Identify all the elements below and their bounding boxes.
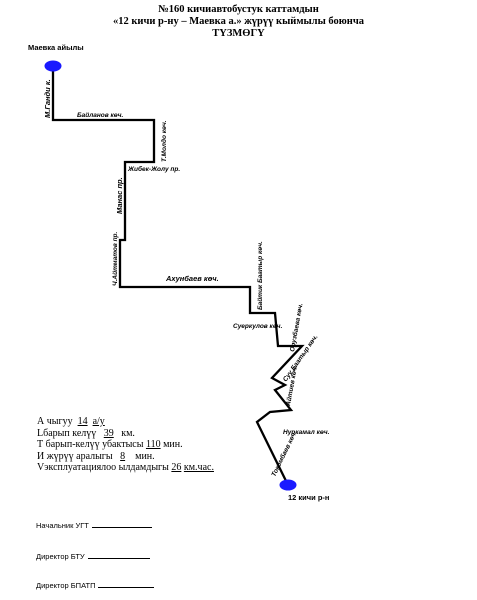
end-terminal-marker	[279, 479, 297, 491]
signature-line-bpatp	[98, 580, 155, 588]
route-line	[51, 67, 305, 486]
street-label-moldo: Т.Молдо көч.	[160, 120, 168, 162]
street-label-manas: Манас пр.	[115, 177, 124, 214]
street-label-nurkamal: Нуркамал көч.	[283, 429, 330, 436]
signature-btu: Директор БТУ	[36, 551, 150, 561]
stat-time: Т барып-келүү убактысы 110 мин.	[37, 439, 183, 451]
street-label-akhunbaev: Ахунбаев көч.	[165, 274, 219, 283]
street-label-aitiev: Айтиев көч.	[284, 365, 299, 408]
stat-vehicles: А чыгуу 14 а/у	[37, 416, 105, 427]
street-label-suyu: Суу Баатыр көч.	[282, 333, 320, 383]
signature-line-ugt	[91, 520, 152, 528]
street-label-baylanov: Байланов көч.	[77, 111, 124, 119]
street-label-baitik: Байтик Баатыр көч.	[256, 241, 264, 310]
schema-title-line2: «12 кичи р-ну – Маевка а.» жүрүү кыймылы…	[112, 16, 364, 27]
street-label-surkulov: Суеркулов көч.	[233, 323, 283, 330]
stat-length: Lбарып келүү 39 км.	[37, 427, 135, 439]
stat-speed: Vэксплуатациялоо ылдамдыгы 26 км.час.	[37, 462, 214, 474]
street-label-tokombaev: Токомбаев көч.	[270, 430, 299, 478]
street-label-gandi: М.Ганди к.	[43, 79, 52, 118]
schema-title-line3: ТҮЗМӨГҮ	[212, 28, 265, 39]
start-terminal-label: Маевка айылы	[28, 43, 84, 52]
signature-ugt: Начальник УГТ	[36, 520, 152, 530]
end-terminal-label: 12 кичи р-н	[288, 493, 329, 502]
schema-title-line1: №160 кичиавтобустук каттамдын	[158, 4, 319, 15]
stat-interval: И жүрүү аралыгы 8 мин.	[37, 450, 155, 462]
street-label-jibek: Жибек-Жолу пр.	[127, 165, 180, 173]
street-label-oruzbaeva: Орузбаева көч.	[288, 302, 304, 352]
signature-line-btu	[87, 551, 150, 559]
start-terminal-marker	[44, 60, 62, 72]
route-stats: А чыгуу 14 а/у Lбарып келүү 39 км. Т бар…	[37, 416, 214, 474]
signature-bpatp: Директор БПАТП	[36, 580, 155, 590]
street-label-aitmatov: Ч.Айтматов пр.	[111, 231, 119, 286]
